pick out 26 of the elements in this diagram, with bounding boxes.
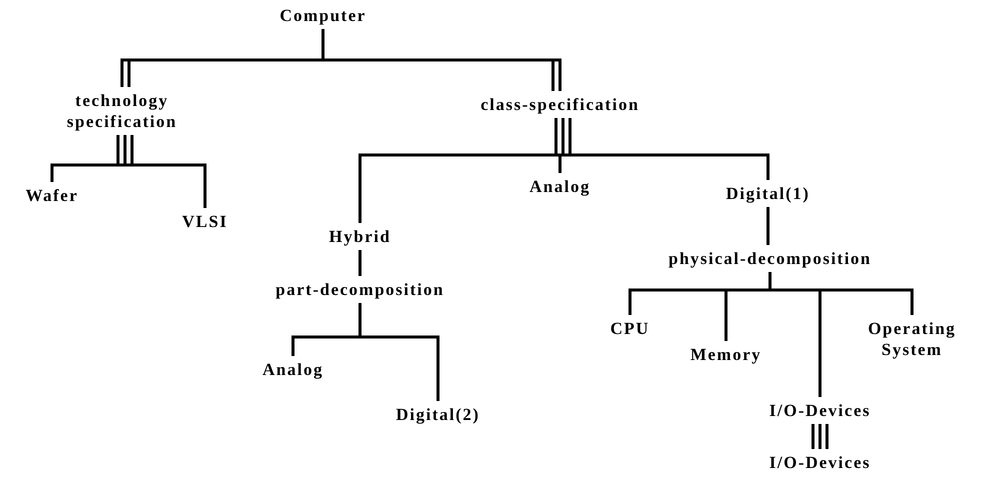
tree-connector [358, 303, 440, 401]
tree-connector [50, 134, 126, 184]
node-label: class-specification [480, 94, 640, 115]
node-label: Memory [690, 344, 762, 365]
node-label: I/O-Devices [769, 400, 871, 421]
tree-connector [358, 250, 362, 276]
tree-connector [812, 422, 828, 450]
node-label: Wafer [26, 185, 78, 206]
node-label: Hybrid [329, 226, 391, 247]
node-label: Digital(1) [726, 183, 810, 204]
tree-connector [562, 116, 770, 182]
node-label: technology specification [47, 90, 197, 132]
node-label: part-decomposition [276, 279, 444, 300]
node-label: physical-decomposition [668, 248, 872, 269]
node-label: Digital(2) [396, 404, 480, 425]
node-label: Analog [530, 176, 590, 197]
node-label: Operating System [857, 318, 967, 360]
tree-connector [322, 28, 562, 92]
node-label: I/O-Devices [769, 452, 871, 473]
node-label: VLSI [182, 211, 228, 232]
node-label: Computer [280, 5, 366, 26]
tree-connector [554, 116, 564, 174]
tree-connector [766, 207, 770, 245]
node-label: Analog [262, 359, 324, 380]
tree-connector [124, 134, 206, 210]
node-label: CPU [610, 318, 650, 339]
